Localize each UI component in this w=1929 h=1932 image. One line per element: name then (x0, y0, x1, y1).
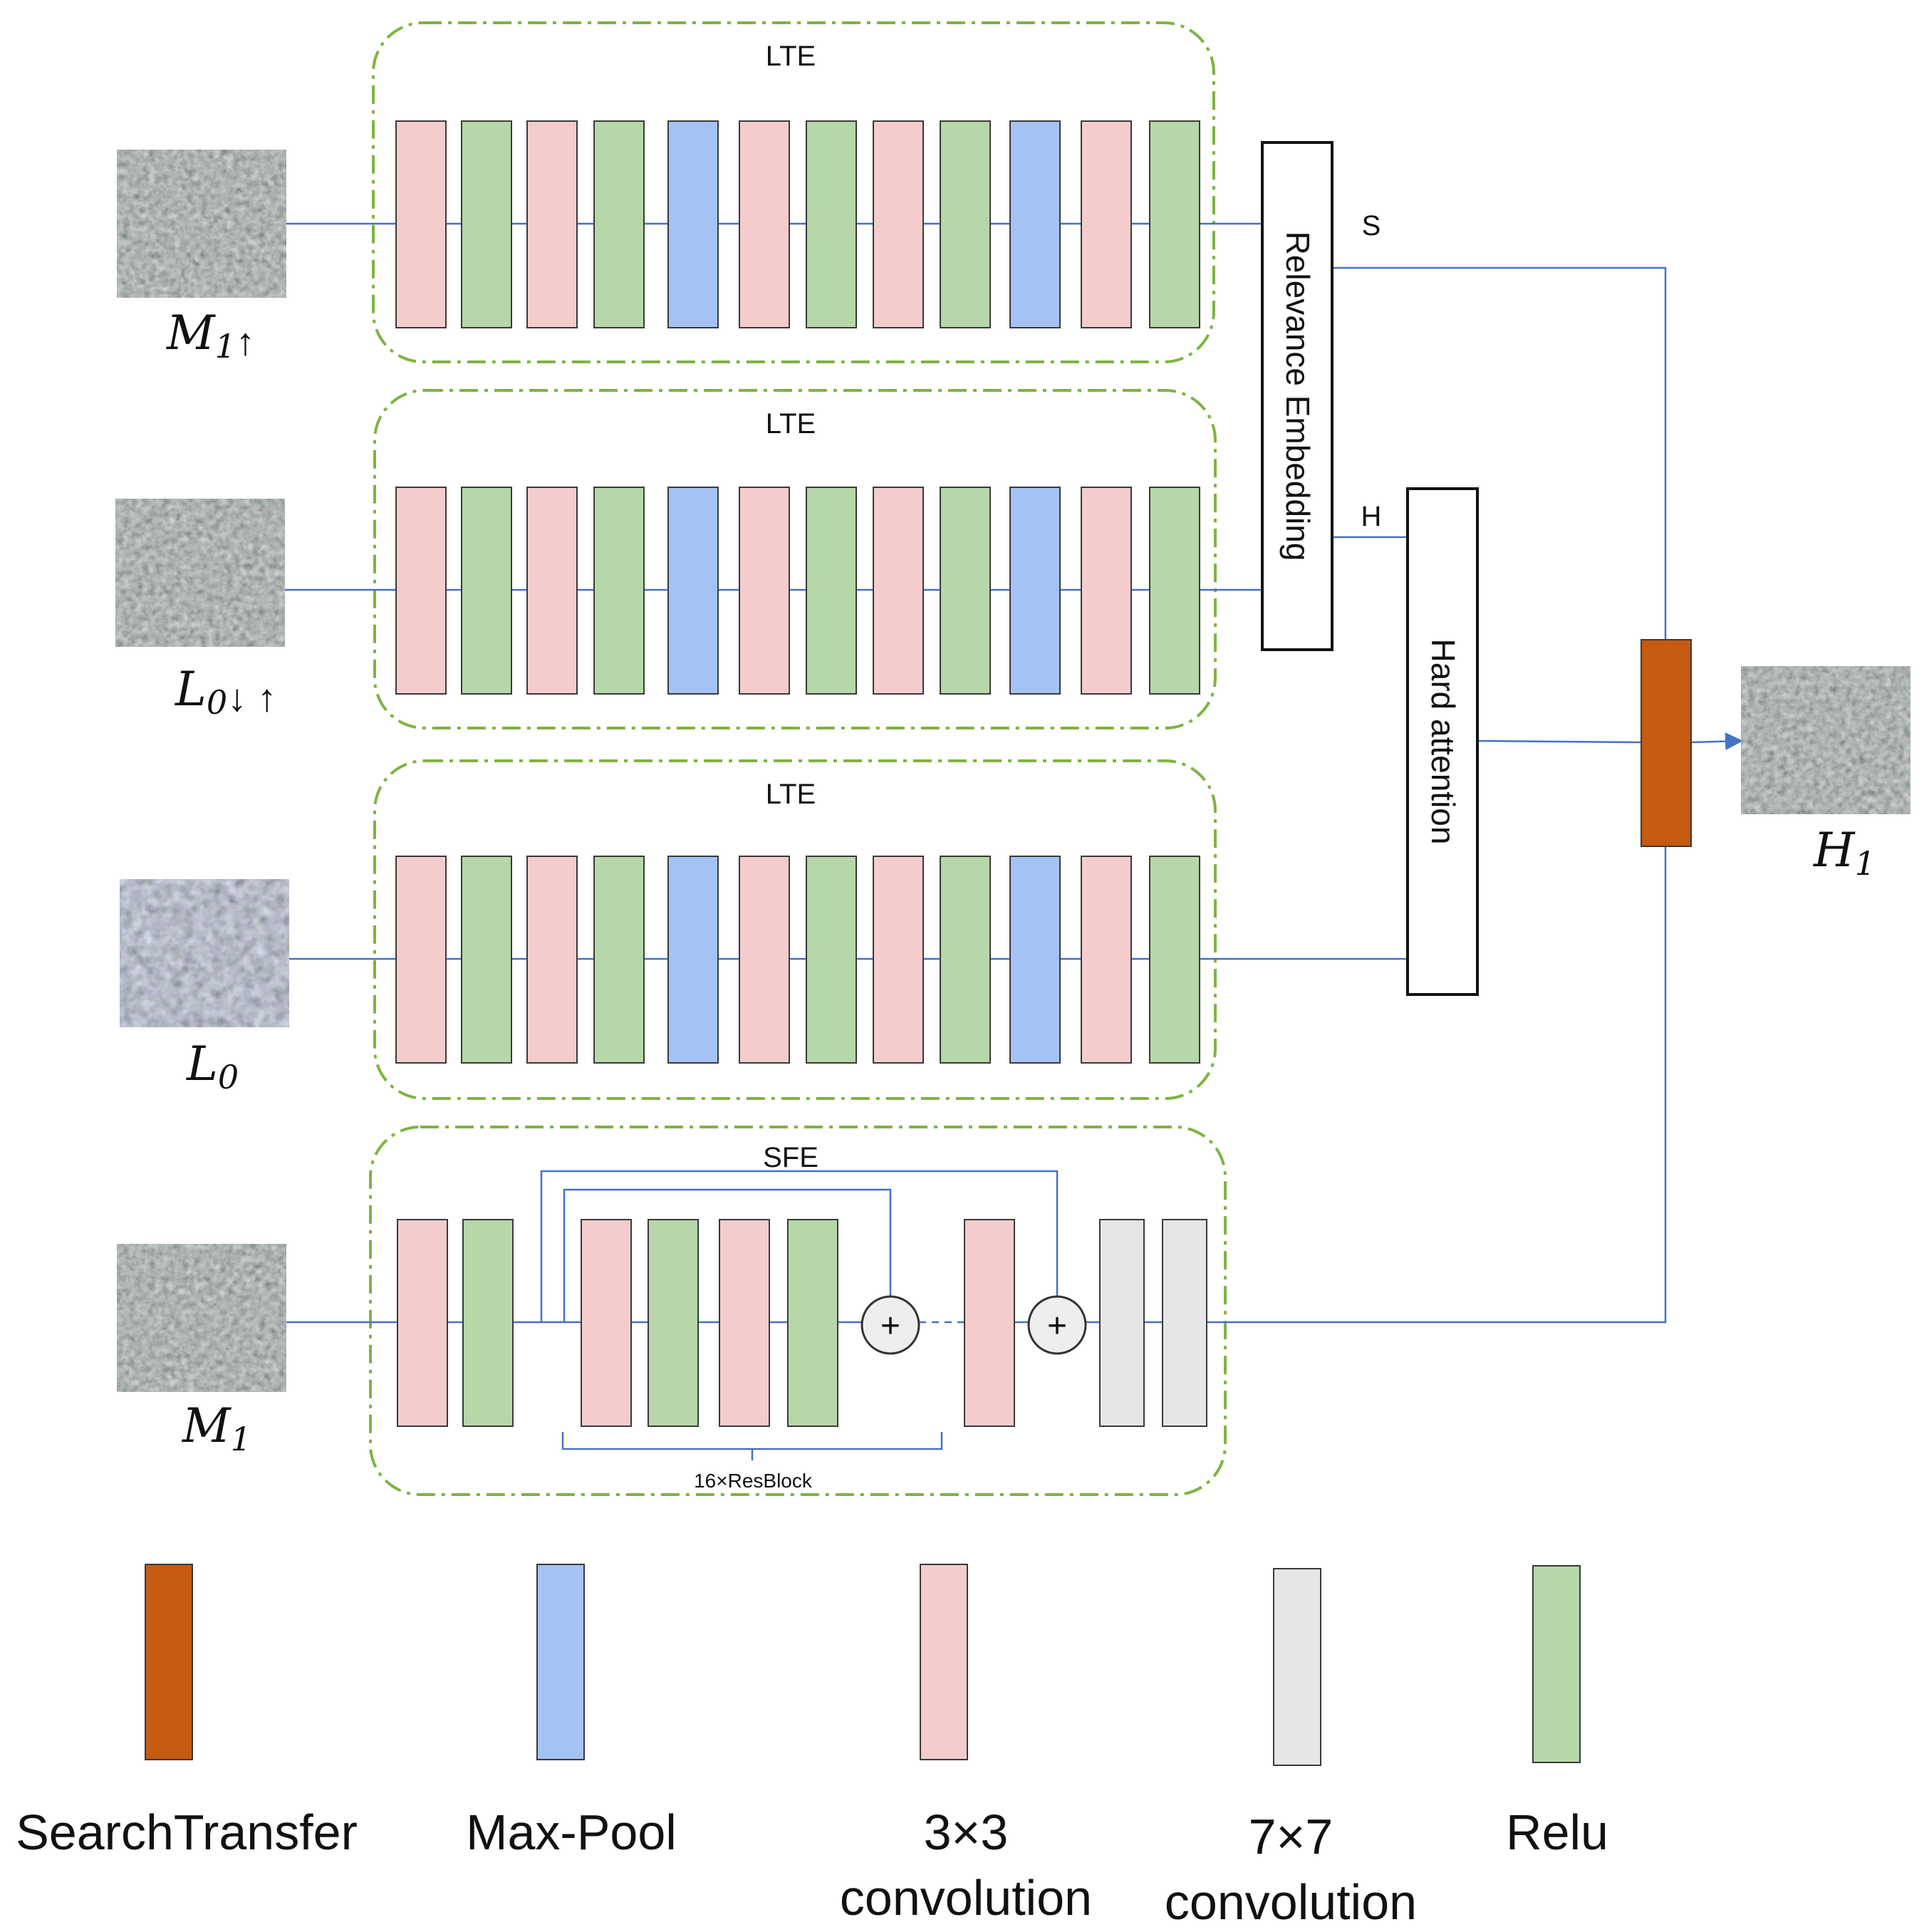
lte-top-conv3x3-block-8 (873, 120, 924, 328)
sfe-conv3x3-block-7 (964, 1219, 1015, 1427)
lte-top-relu-block-2 (461, 120, 512, 328)
legend-swatch-relu (1532, 1565, 1581, 1763)
lte-mid-maxpool-block-5 (667, 487, 719, 695)
layer-blocks (395, 120, 1207, 1427)
legend-swatch-conv3x3 (920, 1564, 968, 1760)
input-image-m1 (117, 1244, 286, 1392)
lte-low-relu-block-7 (806, 856, 857, 1064)
input-label-m1: M1 (182, 1398, 251, 1458)
lte-low-maxpool-block-5 (667, 856, 719, 1064)
lte-mid-conv3x3-block-8 (873, 487, 924, 695)
sfe-conv3x3-block-1 (397, 1219, 448, 1427)
wire-st-to-h1 (1690, 732, 1743, 751)
output-label-h1: H1 (1813, 823, 1876, 883)
lte-low-relu-block-2 (461, 856, 512, 1064)
input-label-m1-up: M1↑ (166, 306, 255, 365)
legend-swatch-conv7x7 (1273, 1568, 1321, 1766)
lte-low-frame (373, 759, 1217, 1100)
relevance-embedding-label: Relevance Embedding (1279, 232, 1316, 561)
wire-sfe-out (1086, 846, 1667, 1324)
hard-index-h-label: H (1361, 501, 1382, 532)
sfe-relu-block-4 (648, 1219, 699, 1427)
lte-mid-conv3x3-block-3 (526, 487, 578, 695)
lte-top-relu-block-7 (806, 120, 857, 328)
input-image-l0-down-up (115, 499, 285, 647)
output-image-h1 (1741, 666, 1910, 814)
lte-top-relu-block-9 (940, 120, 991, 328)
lte-mid-conv3x3-block-11 (1081, 487, 1132, 695)
lte-low-maxpool-block-10 (1009, 856, 1061, 1064)
input-label-l0: L0 (186, 1037, 239, 1096)
hard-attention-block: Hard attention (1406, 487, 1479, 996)
legend-swatch-maxpool (536, 1564, 585, 1760)
lte-mid-relu-block-4 (593, 487, 645, 695)
lte-top-relu-block-4 (593, 120, 645, 328)
legend-swatch-search_transfer (145, 1564, 193, 1760)
wire-re-s-out (1332, 266, 1667, 640)
legend-label-maxpool: Max-Pool (466, 1804, 677, 1860)
sfe-conv7x7-block-8 (1099, 1219, 1145, 1427)
plus-icon: + (1047, 1307, 1067, 1345)
lte-mid-conv3x3-block-1 (395, 487, 447, 695)
relevance-embedding-block: Relevance Embedding (1261, 141, 1333, 651)
legend: SearchTransfer Max-Pool 3×3 convolution 7×7 c… (16, 1564, 1608, 1930)
lte-mid-relu-block-9 (940, 487, 991, 695)
lte-top-maxpool-block-10 (1009, 120, 1061, 328)
lte-mid-relu-block-7 (806, 487, 857, 695)
lte-mid-relu-block-2 (461, 487, 512, 695)
legend-label-search_transfer: SearchTransfer (16, 1804, 358, 1860)
sfe-label: SFE (763, 1142, 818, 1173)
sfe-frame (369, 1126, 1227, 1496)
legend-label-conv3x3: 3×3 (924, 1804, 1009, 1860)
wire-skip-inner (563, 1188, 892, 1322)
sfe-conv3x3-block-5 (719, 1219, 770, 1427)
lte-mid-relu-block-12 (1149, 487, 1200, 695)
lte-mid-frame (373, 389, 1217, 729)
lte-low-conv3x3-block-8 (873, 856, 924, 1064)
lte-top-relu-block-12 (1149, 120, 1200, 328)
search-transfer-block (1641, 639, 1692, 847)
resblock-label: 16×ResBlock (694, 1470, 813, 1492)
lte-mid-conv3x3-block-6 (739, 487, 790, 695)
lte-top-conv3x3-block-6 (739, 120, 790, 328)
sfe-relu-block-2 (462, 1219, 514, 1427)
legend-label-conv7x7: convolution (1165, 1874, 1417, 1930)
residual-add-2: + (1027, 1295, 1087, 1355)
lte-top-conv3x3-block-11 (1081, 120, 1132, 328)
lte-low-conv3x3-block-6 (739, 856, 790, 1064)
residual-add-1: + (860, 1295, 920, 1355)
legend-label-conv3x3: convolution (840, 1870, 1092, 1926)
resblock-brace (561, 1432, 943, 1460)
hard-attention-label: Hard attention (1425, 639, 1462, 845)
lte-low-label: LTE (766, 779, 816, 810)
sfe-conv3x3-block-3 (581, 1219, 632, 1427)
input-label-l0-down-up: L0↓ ↑ (175, 662, 276, 722)
lte-top-frame (372, 21, 1215, 363)
input-image-m1-up (117, 150, 286, 298)
similarity-s-label: S (1362, 210, 1381, 242)
lte-low-relu-block-9 (940, 856, 991, 1064)
sfe-relu-block-6 (787, 1219, 838, 1427)
lte-low-conv3x3-block-1 (395, 856, 447, 1064)
lte-mid-label: LTE (766, 408, 816, 440)
legend-label-conv7x7: 7×7 (1249, 1809, 1333, 1864)
lte-low-relu-block-4 (593, 856, 645, 1064)
lte-mid-maxpool-block-10 (1009, 487, 1061, 695)
wire-skip-outer (540, 1170, 1059, 1322)
lte-top-conv3x3-block-3 (526, 120, 578, 328)
sfe-conv7x7-block-9 (1162, 1219, 1207, 1427)
wire-ha-to-st (1477, 739, 1642, 744)
lte-top-conv3x3-block-1 (395, 120, 447, 328)
lte-low-conv3x3-block-3 (526, 856, 578, 1064)
lte-low-relu-block-12 (1149, 856, 1200, 1064)
lte-low-conv3x3-block-11 (1081, 856, 1132, 1064)
lte-top-maxpool-block-5 (667, 120, 719, 328)
plus-icon: + (880, 1307, 900, 1345)
legend-label-relu: Relu (1506, 1804, 1608, 1860)
lte-top-label: LTE (766, 41, 816, 72)
input-image-l0 (120, 879, 289, 1027)
module-frames (369, 21, 1227, 1496)
